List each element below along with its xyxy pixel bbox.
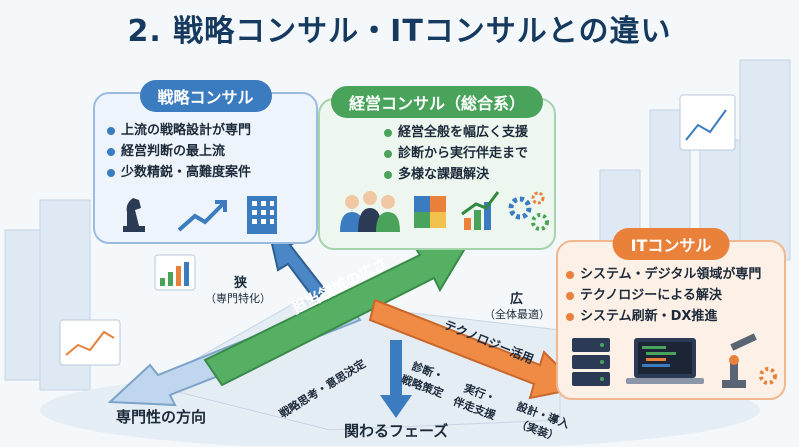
team-people-icon bbox=[340, 191, 400, 232]
gears-icon bbox=[508, 191, 549, 231]
it-bullet: システム刷新・DX推進 bbox=[566, 306, 761, 327]
strategy-bullet: 経営判断の最上流 bbox=[107, 141, 251, 162]
scope-arrow bbox=[203, 238, 472, 387]
office-building-icon bbox=[247, 196, 277, 234]
it-bullet: システム・デジタル領域が専門 bbox=[566, 264, 761, 285]
strategy-icons bbox=[123, 196, 277, 234]
page-title: 2. 戦略コンサル・ITコンサルとの違い bbox=[127, 14, 672, 49]
management-icons bbox=[340, 191, 549, 232]
growth-chart-icon bbox=[461, 191, 500, 230]
wide-label: 広 bbox=[510, 292, 524, 307]
narrow-label: 狭 bbox=[234, 276, 248, 291]
management-consulting-card: 経営コンサル（総合系） 経営全般を幅広く支援 診断から実行伴走まで 多様な課題解… bbox=[318, 86, 556, 250]
strategy-bullets: 上流の戦略設計が専門 経営判断の最上流 少数精鋭・高難度案件 bbox=[107, 120, 251, 183]
trend-up-icon bbox=[177, 200, 227, 232]
management-bullet: 経営全般を幅広く支援 bbox=[384, 122, 528, 143]
chess-knight-icon bbox=[123, 198, 145, 232]
laptop-code-icon bbox=[626, 338, 704, 384]
tech-arrow bbox=[368, 298, 583, 400]
it-heading: ITコンサル bbox=[612, 228, 730, 260]
strategy-consulting-card: 戦略コンサル 上流の戦略設計が専門 経営判断の最上流 少数精鋭・高難度案件 bbox=[93, 80, 318, 244]
phase-arrow bbox=[380, 340, 412, 418]
robot-arm-icon bbox=[722, 333, 757, 388]
it-consulting-card: ITコンサル システム・デジタル領域が専門 テクノロジーによる解決 システム刷新… bbox=[556, 228, 786, 400]
strategy-heading: 戦略コンサル bbox=[139, 80, 272, 112]
narrow-arrow bbox=[268, 233, 327, 302]
it-icons bbox=[572, 333, 777, 388]
narrow-sub-label: （専門特化） bbox=[205, 292, 271, 305]
phase-axis-label: 関わるフェーズ bbox=[344, 422, 449, 440]
gear-icon bbox=[759, 367, 777, 385]
wide-sub-label: （全体最適） bbox=[484, 308, 550, 321]
it-bullet: テクノロジーによる解決 bbox=[566, 285, 761, 306]
management-heading: 経営コンサル（総合系） bbox=[330, 86, 544, 118]
server-rack-icon bbox=[572, 338, 610, 386]
management-bullet: 診断から実行伴走まで bbox=[384, 143, 528, 164]
puzzle-pieces-icon bbox=[414, 196, 446, 228]
strategy-bullet: 上流の戦略設計が専門 bbox=[107, 120, 251, 141]
management-bullet: 多様な課題解決 bbox=[384, 164, 528, 185]
strategy-bullet: 少数精鋭・高難度案件 bbox=[107, 162, 251, 183]
specialty-direction-label: 専門性の方向 bbox=[116, 408, 207, 426]
it-bullets: システム・デジタル領域が専門 テクノロジーによる解決 システム刷新・DX推進 bbox=[566, 264, 761, 327]
management-bullets: 経営全般を幅広く支援 診断から実行伴走まで 多様な課題解決 bbox=[384, 122, 528, 185]
